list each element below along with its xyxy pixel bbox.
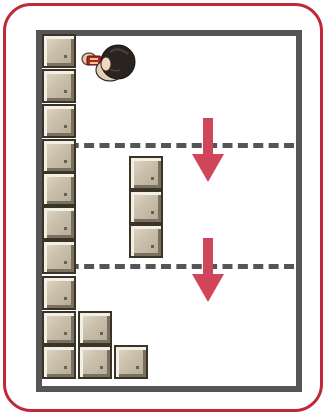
- section-divider-2: [38, 264, 294, 269]
- stone-block: [78, 345, 112, 379]
- stone-block: [129, 224, 163, 258]
- stone-block: [129, 190, 163, 224]
- stone-block: [42, 311, 76, 345]
- stone-block: [42, 345, 76, 379]
- stone-block: [42, 69, 76, 103]
- arrow-down-icon: [190, 116, 226, 186]
- stone-block: [42, 240, 76, 274]
- stone-block: [42, 139, 76, 173]
- stone-block: [42, 172, 76, 206]
- stone-block: [42, 34, 76, 68]
- stone-block: [42, 276, 76, 310]
- stone-block: [78, 311, 112, 345]
- stone-block: [42, 206, 76, 240]
- arrow-down-icon: [190, 236, 226, 306]
- stone-block: [114, 345, 148, 379]
- section-divider-1: [38, 143, 294, 148]
- stone-block: [42, 104, 76, 138]
- stone-block: [129, 156, 163, 190]
- player-character-icon[interactable]: [80, 42, 140, 84]
